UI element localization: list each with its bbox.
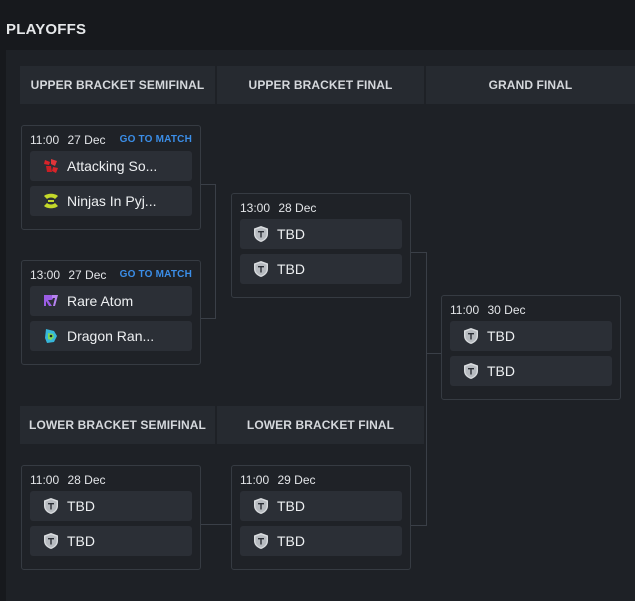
connector-line <box>410 525 427 526</box>
match-date: 28 Dec <box>67 473 106 487</box>
team-row[interactable]: Dragon Ran... <box>30 321 192 351</box>
team-name: TBD <box>487 363 515 379</box>
header-upper-bracket-final: UPPER BRACKET FINAL <box>217 66 424 104</box>
header-lower-bracket-semifinal: LOWER BRACKET SEMIFINAL <box>20 406 215 444</box>
team-name: TBD <box>67 498 95 514</box>
team-row[interactable]: TBD <box>30 526 192 556</box>
team-name: TBD <box>277 533 305 549</box>
team-row[interactable]: TBD <box>450 356 612 386</box>
team-row[interactable]: Rare Atom <box>30 286 192 316</box>
tbd-shield-icon <box>42 497 60 515</box>
header-grand-final: GRAND FINAL <box>426 66 635 104</box>
match-date: 27 Dec <box>68 268 107 282</box>
tbd-shield-icon <box>462 362 480 380</box>
match-card-lb-semifinal[interactable]: 11:00 28 Dec TBD TBD <box>21 465 201 570</box>
connector-line <box>410 252 427 253</box>
page-title: PLAYOFFS <box>6 21 87 38</box>
team-row[interactable]: TBD <box>30 491 192 521</box>
match-date: 28 Dec <box>278 201 317 215</box>
team-name: TBD <box>277 226 305 242</box>
match-date: 30 Dec <box>487 303 526 317</box>
match-meta: 13:00 27 Dec GO TO MATCH <box>30 268 192 282</box>
team-row[interactable]: TBD <box>240 254 402 284</box>
connector-line <box>200 524 232 525</box>
team-row[interactable]: TBD <box>450 321 612 351</box>
team-name: Dragon Ran... <box>67 328 155 344</box>
match-time: 13:00 <box>240 201 271 215</box>
match-time: 11:00 <box>240 473 270 487</box>
go-to-match-link[interactable]: GO TO MATCH <box>119 134 192 145</box>
connector-line <box>426 252 427 526</box>
team-name: TBD <box>277 261 305 277</box>
match-meta: 11:00 28 Dec <box>30 473 192 487</box>
match-time: 13:00 <box>30 268 61 282</box>
tbd-shield-icon <box>462 327 480 345</box>
match-card-grand-final[interactable]: 11:00 30 Dec TBD TBD <box>441 295 621 400</box>
team-name: Ninjas In Pyj... <box>67 193 157 209</box>
match-card-ub-final[interactable]: 13:00 28 Dec TBD TBD <box>231 193 411 298</box>
connector-line <box>200 318 216 319</box>
match-meta: 11:00 29 Dec <box>240 473 402 487</box>
team-name: Attacking So... <box>67 158 158 174</box>
tbd-shield-icon <box>252 532 270 550</box>
team-name: TBD <box>277 498 305 514</box>
team-row[interactable]: TBD <box>240 526 402 556</box>
match-meta: 11:00 27 Dec GO TO MATCH <box>30 133 192 147</box>
match-card-ub-semifinal-1[interactable]: 11:00 27 Dec GO TO MATCH Attacking So...… <box>21 125 201 230</box>
tbd-shield-icon <box>252 225 270 243</box>
connector-line <box>200 184 216 185</box>
rare-atom-logo-icon <box>42 292 60 310</box>
team-row[interactable]: TBD <box>240 491 402 521</box>
tbd-shield-icon <box>42 532 60 550</box>
match-date: 27 Dec <box>67 133 106 147</box>
match-card-ub-semifinal-2[interactable]: 13:00 27 Dec GO TO MATCH Rare Atom Drago… <box>21 260 201 365</box>
team-row[interactable]: Attacking So... <box>30 151 192 181</box>
match-time: 11:00 <box>30 473 60 487</box>
team-row[interactable]: TBD <box>240 219 402 249</box>
match-time: 11:00 <box>450 303 480 317</box>
team-row[interactable]: Ninjas In Pyj... <box>30 186 192 216</box>
match-meta: 11:00 30 Dec <box>450 303 612 317</box>
header-upper-bracket-semifinal: UPPER BRACKET SEMIFINAL <box>20 66 215 104</box>
match-time: 11:00 <box>30 133 60 147</box>
connector-line <box>215 184 216 319</box>
team-name: TBD <box>67 533 95 549</box>
dragon-ranger-logo-icon <box>42 327 60 345</box>
go-to-match-link[interactable]: GO TO MATCH <box>119 269 192 280</box>
header-lower-bracket-final: LOWER BRACKET FINAL <box>217 406 424 444</box>
tbd-shield-icon <box>252 497 270 515</box>
team-name: Rare Atom <box>67 293 134 309</box>
match-meta: 13:00 28 Dec <box>240 201 402 215</box>
tbd-shield-icon <box>252 260 270 278</box>
team-name: TBD <box>487 328 515 344</box>
match-card-lb-final[interactable]: 11:00 29 Dec TBD TBD <box>231 465 411 570</box>
connector-line <box>426 353 441 354</box>
ninjas-in-pyjamas-logo-icon <box>42 192 60 210</box>
match-date: 29 Dec <box>277 473 316 487</box>
attacking-soul-logo-icon <box>42 157 60 175</box>
